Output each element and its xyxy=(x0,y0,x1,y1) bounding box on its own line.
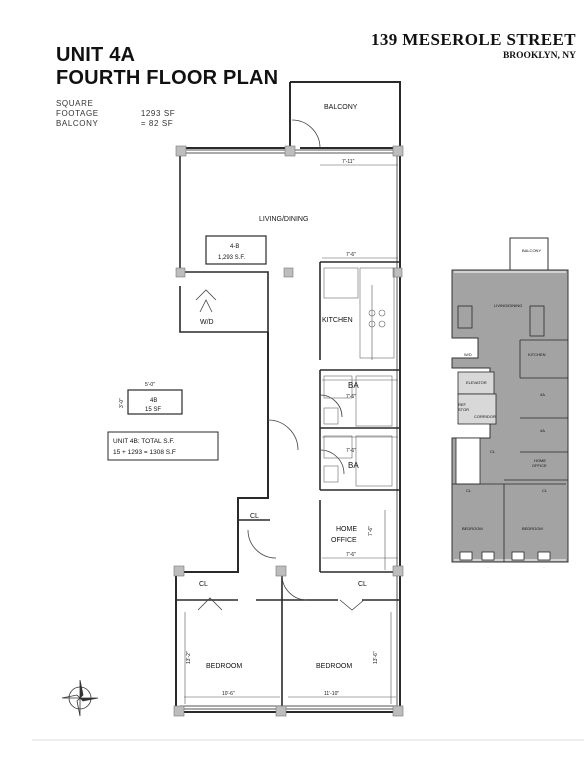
unit-box-line1: 4-B xyxy=(230,244,239,250)
annex-label-1: 4B xyxy=(150,398,157,404)
floor-title: FOURTH FLOOR PLAN xyxy=(56,67,279,89)
key-ba-a: 4A xyxy=(540,392,545,397)
annex-dim-v: 3'-0" xyxy=(119,398,125,408)
annex-total-line1: UNIT 4B: TOTAL S.F. xyxy=(113,438,175,445)
dim-bed-left: 10'-6" xyxy=(222,691,235,697)
living-dining-label: LIVING/DINING xyxy=(259,216,308,223)
unit-title: UNIT 4A xyxy=(56,44,136,66)
sqft-value: 1293 SF xyxy=(140,109,176,118)
dim-kitchen: 7'-6" xyxy=(346,252,356,258)
key-corridor: CORRIDOR xyxy=(474,414,496,419)
dim-bed-right: 11'-10" xyxy=(324,691,339,697)
key-cl-3: CL xyxy=(542,488,548,493)
key-stor: STOR xyxy=(458,407,469,412)
sqft-value: = 82 SF xyxy=(140,119,174,128)
cl-left-label: CL xyxy=(199,581,208,588)
kitchen-label: KITCHEN xyxy=(322,317,353,324)
annex-total-line2: 15 + 1293 = 1308 S.F xyxy=(113,449,176,456)
home-office-label: HOME xyxy=(336,526,357,533)
key-balcony: BALCONY xyxy=(522,248,541,253)
dim-bed-right-v: 13'-6" xyxy=(373,651,379,664)
key-kitchen: KITCHEN xyxy=(528,352,546,357)
dim-bed-left-v: 13'-2" xyxy=(186,651,192,664)
plan-title: UNIT 4A FOURTH FLOOR PLAN xyxy=(56,44,278,90)
unit-box-line2: 1,293 S.F. xyxy=(218,255,245,261)
key-bedroom-2: BEDROOM xyxy=(522,526,543,531)
key-ref: REF xyxy=(458,402,467,407)
sqft-key: BALCONY xyxy=(56,119,99,128)
key-cl-1: CL xyxy=(490,449,496,454)
annex-dim: 5'-0" xyxy=(145,382,155,388)
dim-living: 7'-11" xyxy=(342,159,355,165)
dim-ba: 7'-6" xyxy=(346,394,356,400)
sqft-row: SQUARE FOOTAGE 1293 SF xyxy=(56,99,175,119)
key-wd: W/D xyxy=(464,352,472,357)
key-bedroom-1: BEDROOM xyxy=(462,526,483,531)
bedroom-left-label: BEDROOM xyxy=(206,663,242,670)
ba-label-2: BA xyxy=(348,461,359,470)
dim-office: 7'-6" xyxy=(346,552,356,558)
bedroom-right-label: BEDROOM xyxy=(316,663,352,670)
key-ba-b: 4A xyxy=(540,428,545,433)
wd-label: W/D xyxy=(200,319,214,326)
sqft-key: SQUARE FOOTAGE xyxy=(56,99,99,118)
cl-right-label: CL xyxy=(358,581,367,588)
ba-label-1: BA xyxy=(348,381,359,390)
square-footage-table: SQUARE FOOTAGE 1293 SF BALCONY = 82 SF xyxy=(56,99,175,129)
key-living: LIVING/DINING xyxy=(494,303,522,308)
dim-ba2: 7'-6" xyxy=(346,448,356,454)
key-elevator: ELEVATOR xyxy=(466,380,487,385)
annex-label-2: 15 SF xyxy=(145,407,161,413)
city-state: BROOKLYN, NY xyxy=(502,51,576,61)
sqft-row: BALCONY = 82 SF xyxy=(56,119,175,129)
dim-office-v: 7'-6" xyxy=(368,526,374,536)
key-cl-2: CL xyxy=(466,488,472,493)
home-office-label-2: OFFICE xyxy=(331,537,357,544)
address-block: 139 MESEROLE STREET BROOKLYN, NY xyxy=(371,30,576,61)
key-home: HOME xyxy=(534,458,546,463)
street-address: 139 MESEROLE STREET xyxy=(370,30,576,49)
cl-hall-label: CL xyxy=(250,513,259,520)
balcony-label: BALCONY xyxy=(324,104,358,111)
key-office: OFFICE xyxy=(532,463,547,468)
